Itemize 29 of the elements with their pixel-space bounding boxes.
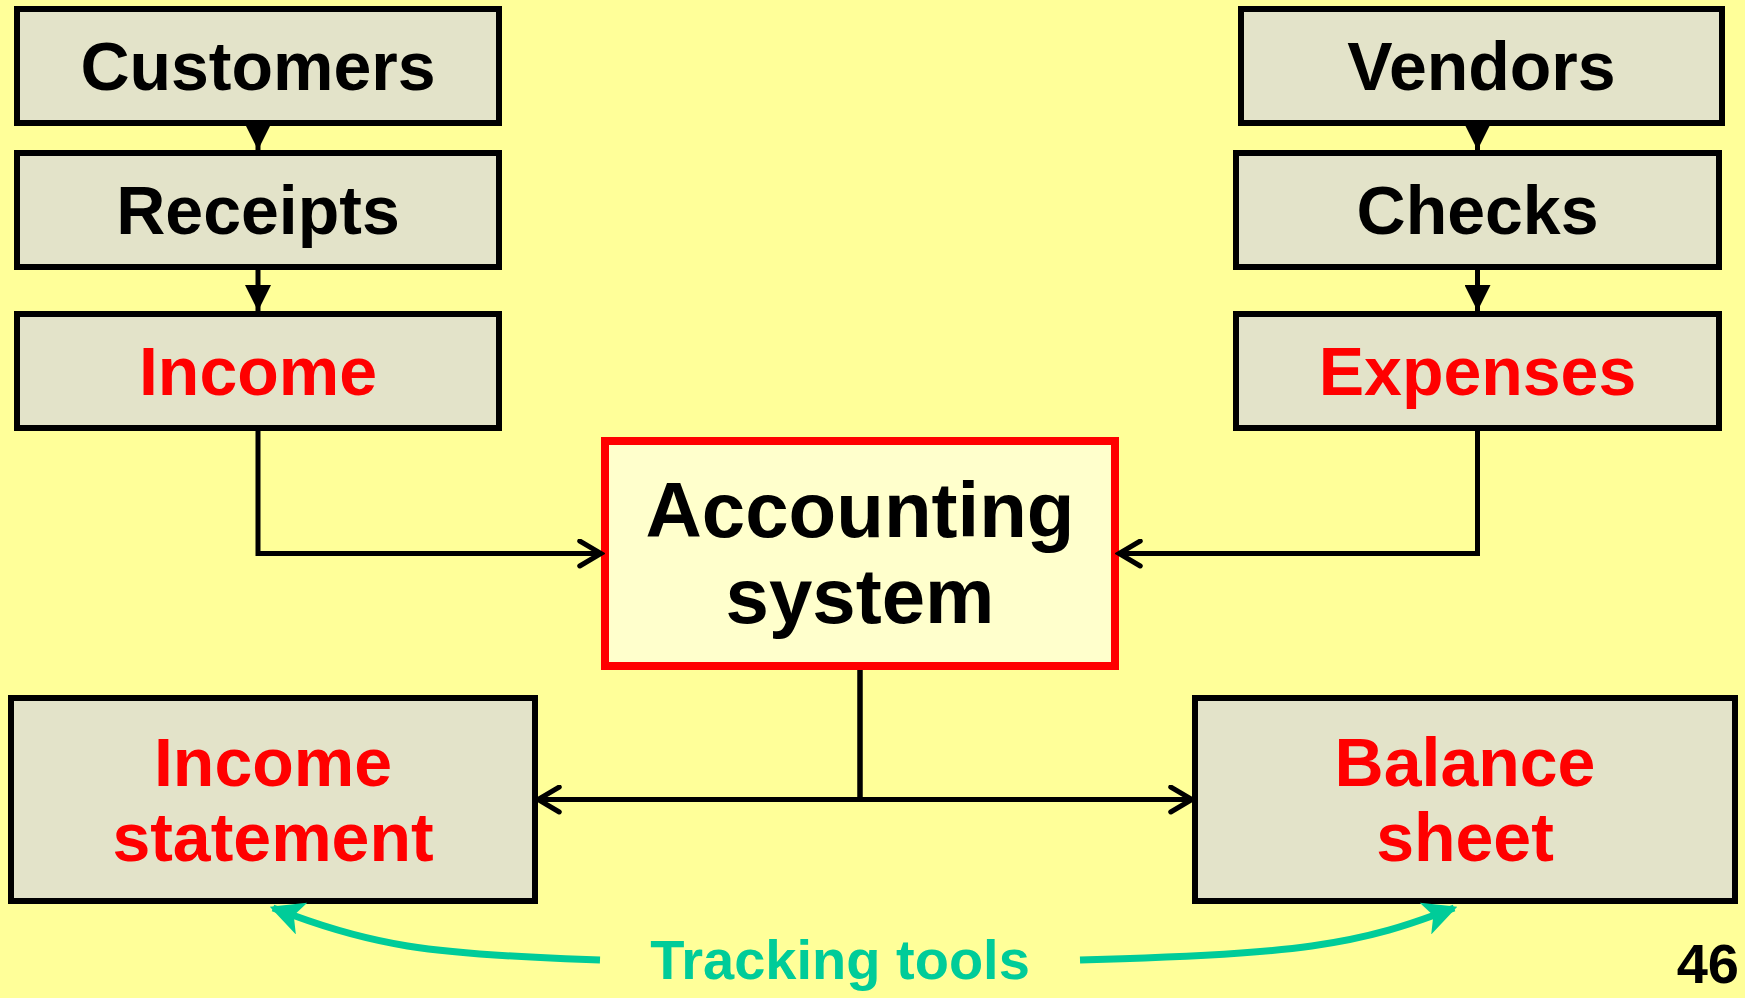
arrow [1464, 270, 1491, 311]
text-label: Tracking tools [600, 925, 1080, 995]
box-label: Checks [1356, 172, 1599, 248]
process-box [14, 150, 502, 270]
process-box [1238, 6, 1725, 126]
box-label: Accounting system [644, 467, 1076, 640]
page-number: 46 [1676, 931, 1739, 996]
arrow [269, 902, 601, 964]
box-label: Balance sheet [1333, 724, 1597, 875]
arrow [245, 270, 271, 311]
process-box [1233, 150, 1722, 270]
box-label: Customers [80, 28, 436, 104]
box-label: Expenses [1318, 333, 1637, 409]
box-label: Income [138, 333, 378, 409]
box-label: Income statement [111, 724, 435, 875]
process-box [1233, 311, 1722, 431]
process-box [14, 311, 502, 431]
process-box [14, 6, 502, 126]
process-box [601, 437, 1119, 670]
arrow [1464, 124, 1491, 150]
process-box [1192, 695, 1738, 904]
box-label: Vendors [1347, 28, 1616, 104]
arrow [1116, 431, 1480, 569]
process-box [8, 695, 538, 904]
box-label: Receipts [116, 172, 400, 248]
arrow [245, 124, 271, 150]
arrow [857, 670, 1195, 815]
arrow [1079, 902, 1458, 964]
arrow [255, 431, 604, 569]
